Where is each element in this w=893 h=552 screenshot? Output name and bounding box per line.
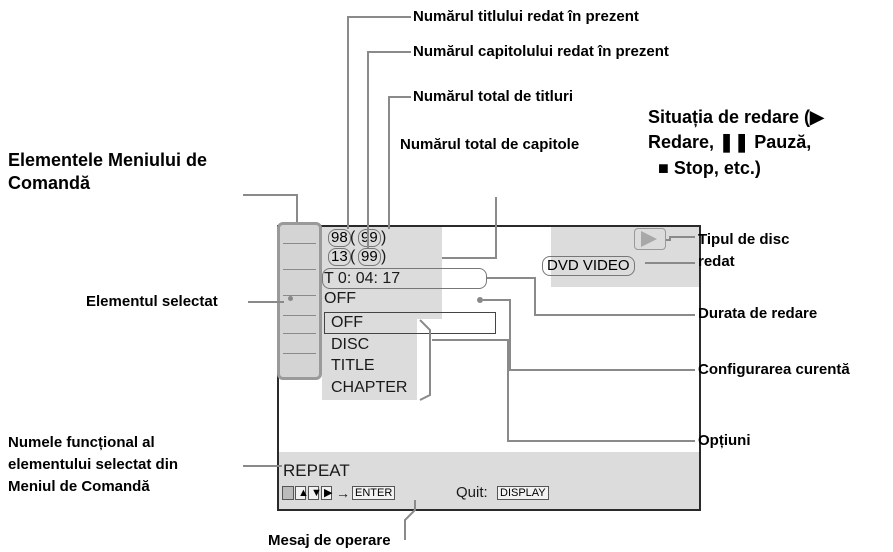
label-selected-item: Elementul selectat (86, 293, 218, 310)
right-arrow-icon: ▶ (321, 486, 332, 500)
label-operation-message: Mesaj de operare (268, 532, 391, 549)
osd-options-area (322, 289, 417, 400)
option-item[interactable]: TITLE (331, 357, 375, 374)
label-function-name-1: Numele funcțional al (8, 434, 155, 451)
display-key: DISPLAY (497, 486, 549, 500)
label-total-titles: Numărul total de titluri (413, 88, 574, 105)
label-total-chapters: Numărul total de capitole (400, 136, 580, 153)
osd-bottom-bar (279, 452, 699, 509)
label-function-name-2: elementului selectat din (8, 456, 179, 473)
label-options: Opțiuni (698, 432, 751, 449)
enter-key: ENTER (352, 486, 396, 500)
up-arrow-icon: ▲ (295, 486, 309, 500)
label-control-menu-items-2: Comandă (8, 173, 91, 193)
menu-icon-cell (283, 295, 316, 296)
label-disc-type-2: redat (698, 253, 735, 270)
function-name: REPEAT (283, 461, 350, 480)
chapter-current-value: 13 (328, 248, 351, 266)
label-control-menu-items-1: Elementele Meniului de (8, 150, 208, 170)
option-item[interactable]: OFF (331, 314, 363, 331)
option-item[interactable]: DISC (331, 336, 370, 353)
label-current-setting: Configurarea curentă (698, 361, 850, 378)
play-status-frame (634, 228, 666, 250)
menu-icon-cell (283, 353, 316, 354)
option-item[interactable]: CHAPTER (331, 379, 408, 396)
arrow-icon: → (336, 485, 350, 501)
label-chapter-number: Numărul capitolului redat în prezent (413, 43, 669, 60)
label-playing-time: Durata de redare (698, 305, 818, 322)
menu-icon-cell (283, 243, 316, 244)
down-arrow-icon: ▼ (308, 486, 322, 500)
menu-icon-cell (283, 315, 316, 316)
label-title-number: Numărul titlului redat în prezent (413, 8, 639, 25)
title-current-value: 98 (328, 229, 351, 247)
time-readout: T 0: 04: 17 (324, 270, 401, 287)
menu-icon-cell (283, 269, 316, 270)
selected-dot-icon (288, 296, 293, 301)
left-arrow-icon (282, 486, 294, 500)
play-icon (641, 231, 657, 247)
current-value: OFF (324, 290, 356, 307)
menu-icon-cell (283, 333, 316, 334)
label-playback-status-1: Situația de redare (▶ (648, 107, 824, 127)
label-playback-status-2: Redare, ❚❚ Pauză, (648, 132, 812, 152)
chapter-total-value: 99 (358, 248, 381, 266)
quit-label: Quit: (456, 484, 488, 501)
time-frame (322, 268, 487, 289)
disc-type-badge: DVD VIDEO (542, 256, 635, 276)
title-total-value: 99 (358, 229, 381, 247)
label-function-name-3: Meniul de Comandă (8, 478, 150, 495)
current-dot-icon (477, 297, 483, 303)
label-disc-type-1: Tipul de disc (698, 231, 790, 248)
selected-option-highlight (324, 312, 496, 334)
label-playback-status-3: ■ Stop, etc.) (658, 158, 761, 178)
